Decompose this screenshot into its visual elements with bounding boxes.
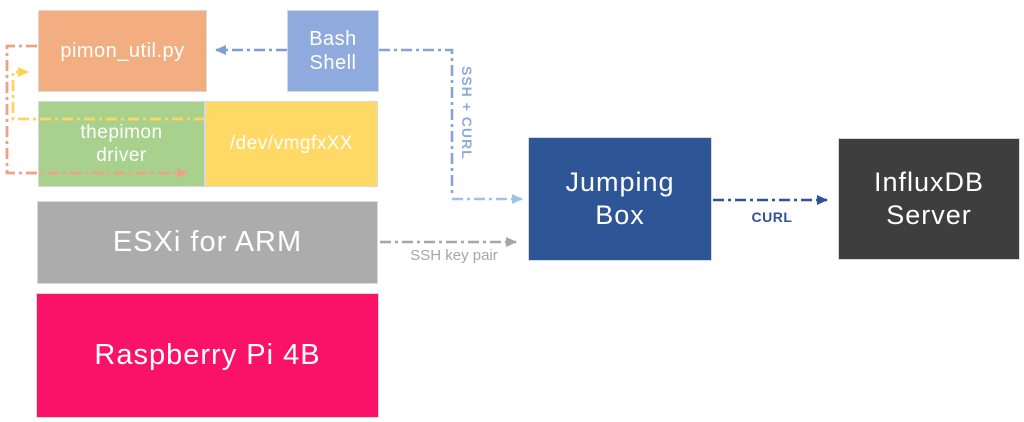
edge-bash-to-jumping-trunk (379, 48, 454, 195)
node-influxdb-server-label: InfluxDB Server (873, 167, 985, 230)
node-raspberry-pi-4b-label: Raspberry Pi 4B (94, 338, 321, 371)
edge-label-ssh-curl: SSH + CURL (459, 66, 475, 160)
node-pimon-util-label: pimon_util.py (60, 39, 185, 62)
node-jumping-box: Jumping Box (528, 137, 712, 261)
node-dev-vmgfxxx-label: /dev/vmgfxXX (229, 133, 354, 155)
node-influxdb-server: InfluxDB Server (838, 138, 1020, 260)
node-esxi-for-arm: ESXi for ARM (37, 201, 378, 284)
node-thepimon-driver-label: thepimon driver (80, 121, 163, 166)
node-bash-shell-label: Bash Shell (309, 27, 357, 74)
node-thepimon-driver: thepimon driver (38, 101, 205, 187)
node-raspberry-pi-4b: Raspberry Pi 4B (36, 293, 379, 418)
node-dev-vmgfxxx: /dev/vmgfxXX (205, 101, 378, 187)
edge-label-curl: CURL (751, 209, 793, 225)
node-bash-shell: Bash Shell (287, 10, 379, 92)
node-jumping-box-label: Jumping Box (565, 167, 675, 230)
edge-label-ssh-key-pair: SSH key pair (410, 247, 498, 264)
node-pimon-util: pimon_util.py (38, 10, 207, 92)
node-esxi-for-arm-label: ESXi for ARM (112, 225, 303, 258)
